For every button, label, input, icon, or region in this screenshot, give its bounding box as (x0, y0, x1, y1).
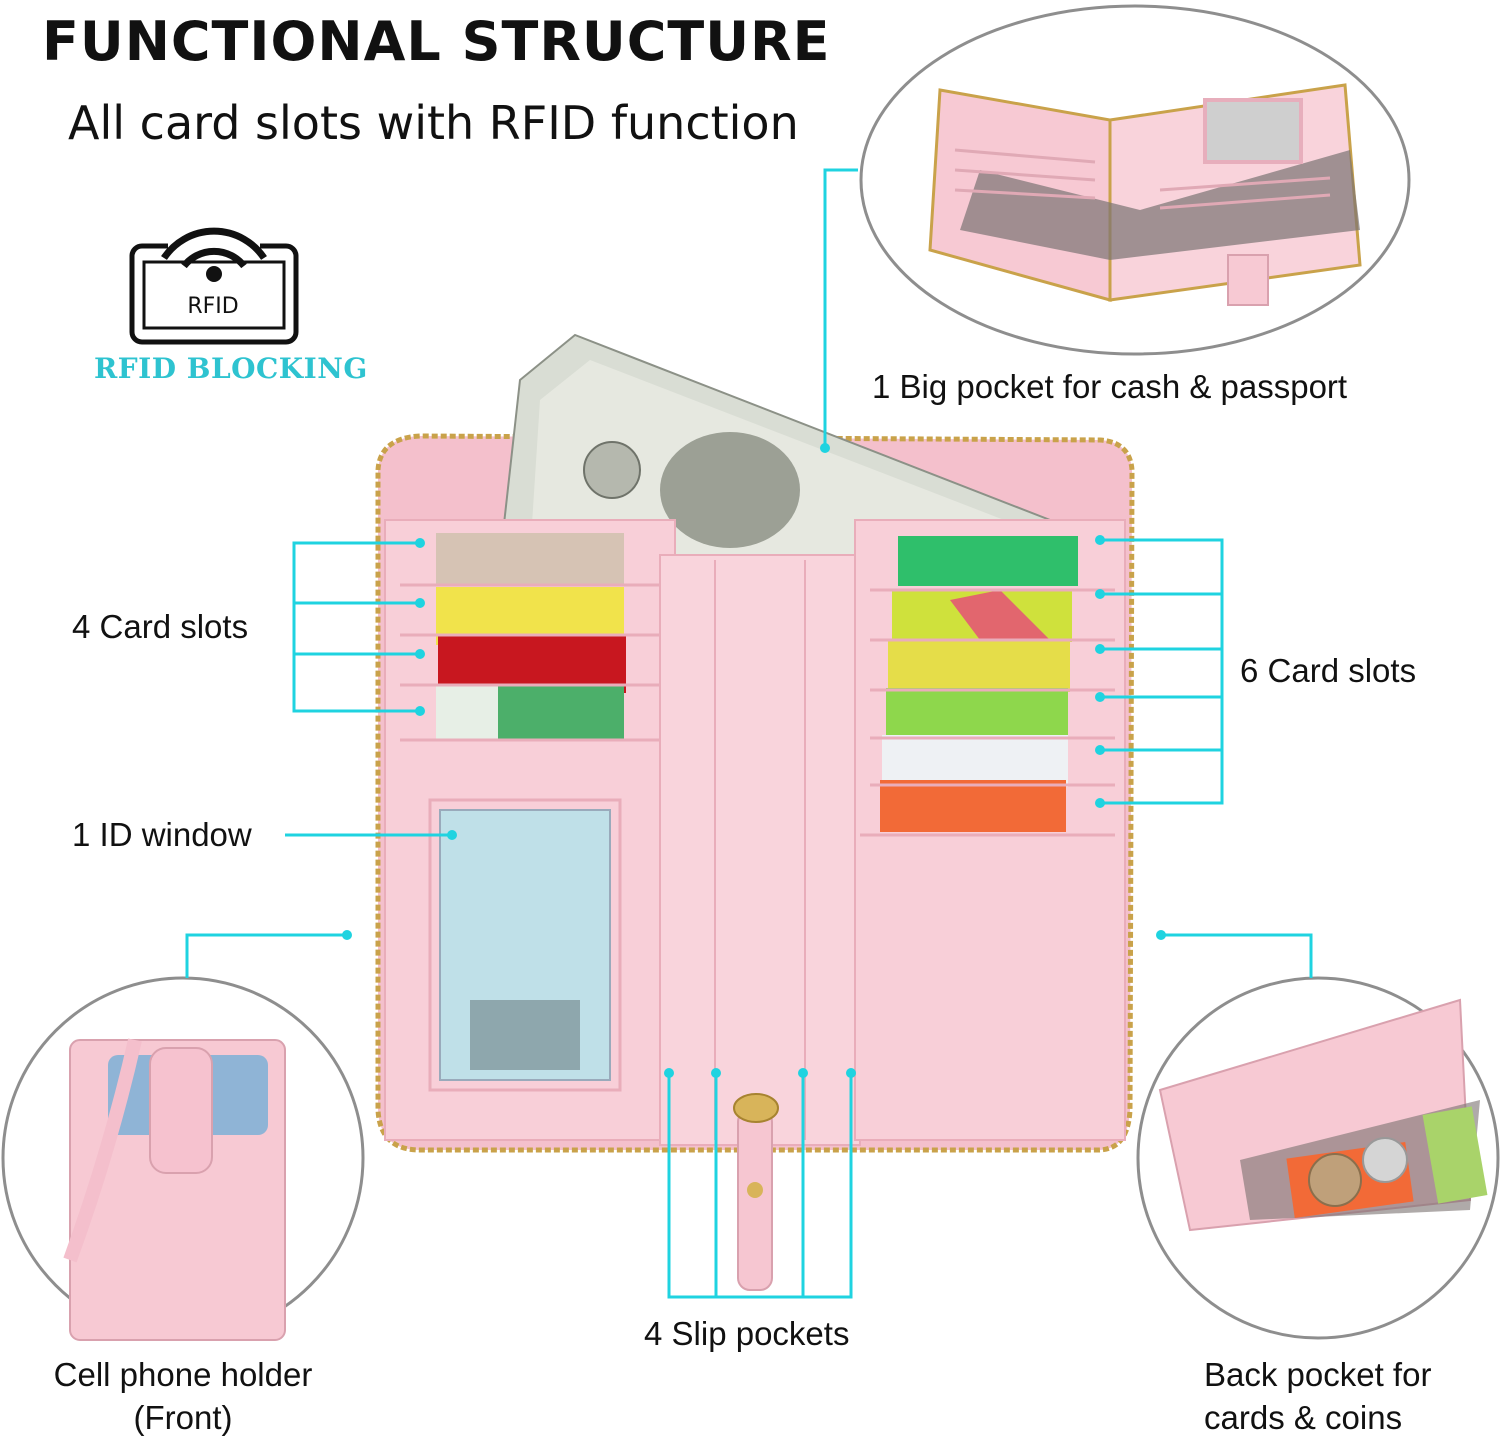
page-title: FUNCTIONAL STRUCTURE (42, 10, 831, 73)
rfid-blocking-caption: RFID BLOCKING (94, 352, 368, 385)
rfid-wifi-card-icon (129, 218, 299, 345)
wallet-open (375, 333, 1135, 1291)
callout-dots (342, 443, 1166, 1078)
phone-holder-label: Cell phone holder (Front) (28, 1354, 338, 1440)
back-pocket-photo (1136, 976, 1500, 1340)
phone-holder-photo (1, 976, 365, 1341)
left-cards (400, 533, 660, 742)
big-pocket-photo (859, 4, 1411, 356)
id-window-label: 1 ID window (72, 816, 252, 853)
phone-holder-label-line1: Cell phone holder (53, 1356, 313, 1393)
back-pocket-label: Back pocket for cards & coins (1204, 1354, 1431, 1440)
phone-holder-label-line2: (Front) (133, 1398, 233, 1436)
id-window (428, 798, 622, 1092)
back-pocket-label-line1: Back pocket for (1204, 1356, 1432, 1393)
big-pocket-label: 1 Big pocket for cash & passport (872, 368, 1348, 405)
rfid-badge-text: RFID (187, 294, 239, 319)
left-card-slots-label: 4 Card slots (72, 608, 249, 645)
callout-leader-lines (185, 168, 1313, 1299)
right-cards (860, 536, 1115, 837)
slip-pockets-label: 4 Slip pockets (644, 1315, 850, 1352)
rfid-badge: RFID (128, 218, 300, 348)
right-card-slots-label: 6 Card slots (1240, 652, 1417, 689)
wallet-clasp (733, 1093, 779, 1291)
back-pocket-label-line2: cards & coins (1204, 1398, 1403, 1436)
page-subtitle: All card slots with RFID function (68, 96, 799, 150)
